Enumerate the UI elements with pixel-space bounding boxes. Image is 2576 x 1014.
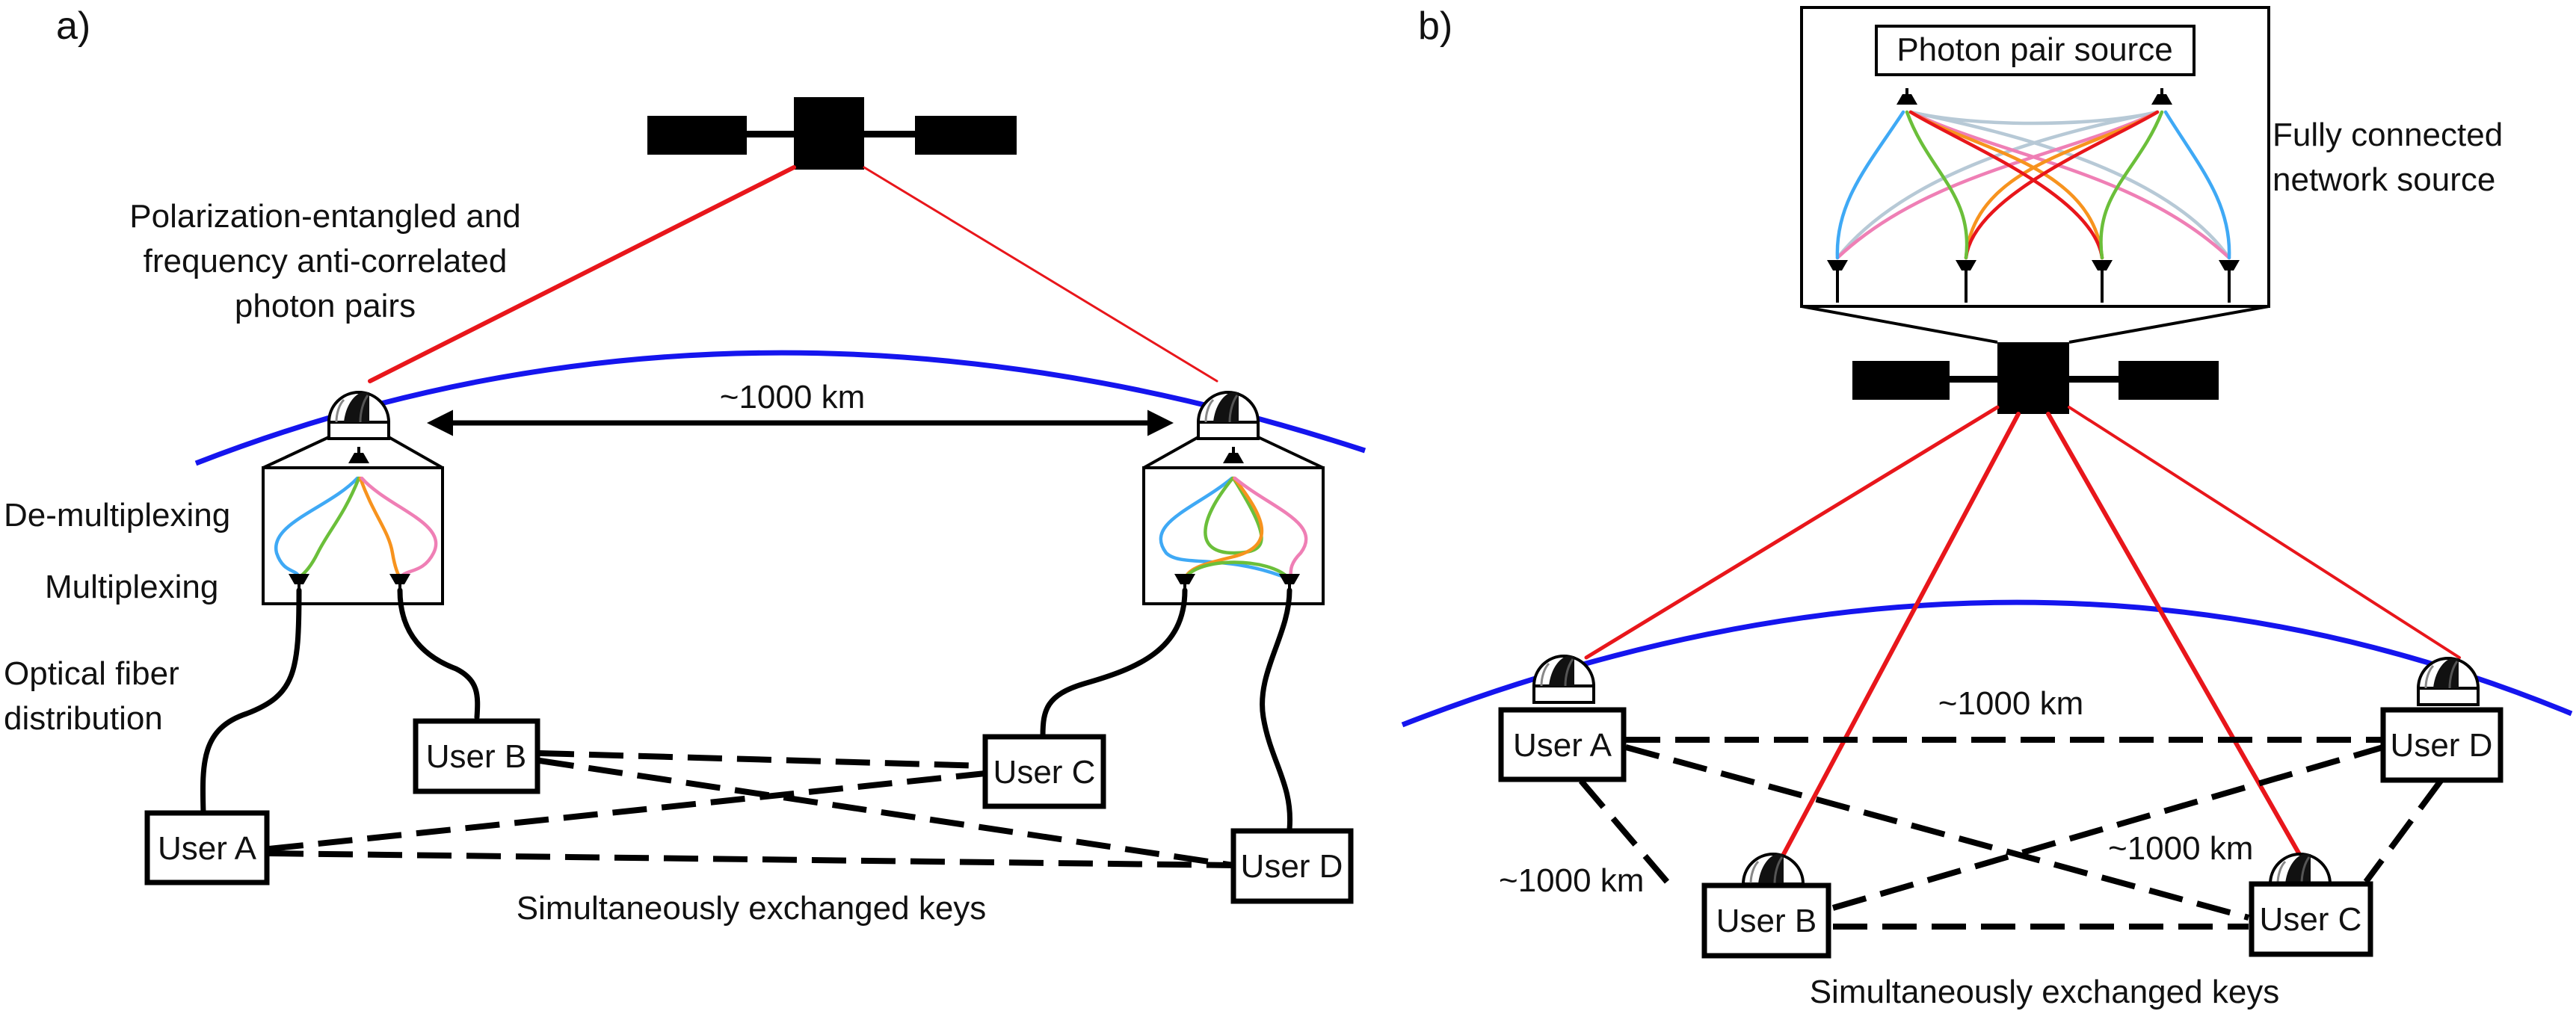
fiber-label-line1: Optical fiber: [4, 655, 179, 692]
earth-horizon-b: [1401, 599, 2573, 728]
svg-text:User A: User A: [158, 830, 257, 867]
svg-text:User B: User B: [426, 738, 526, 775]
fiber-coupler-icon: [348, 447, 369, 463]
distance-label-right-b: ~1000 km: [2108, 830, 2253, 867]
panel-b: b) Photon pair source: [1401, 4, 2573, 1010]
fiber-user-a: [200, 587, 302, 816]
svg-text:Polarization-entangled and: Polarization-entangled and: [129, 198, 521, 235]
demux-box-right: [1142, 436, 1325, 605]
user-d-box-b: User D: [2380, 707, 2503, 783]
panel-a: a) Polarization-entangled and frequency …: [4, 4, 1366, 927]
source-title: Polarization-entangled and frequency ant…: [129, 198, 521, 324]
fiber-label-line2: distribution: [4, 700, 163, 737]
telescope-icon: [1197, 391, 1260, 440]
network-source-inset: Photon pair source: [1800, 6, 2270, 308]
svg-text:User D: User D: [1241, 848, 1343, 885]
mux-label: Multiplexing: [45, 569, 218, 605]
satellite-icon: [1852, 342, 2219, 414]
svg-text:User B: User B: [1716, 903, 1817, 939]
user-a-box-b: User A: [1498, 707, 1627, 782]
photon-pair-source-label: Photon pair source: [1896, 31, 2172, 68]
svg-text:User A: User A: [1513, 727, 1612, 764]
telescope-icon: [327, 391, 390, 440]
user-a-box: User A: [144, 810, 270, 885]
distance-label-top-b: ~1000 km: [1938, 685, 2083, 722]
downlink-beam-user-b: [1781, 412, 2021, 858]
user-d-box: User D: [1230, 828, 1354, 904]
svg-text:User C: User C: [993, 754, 1096, 791]
user-b-box-b: User B: [1701, 882, 1831, 959]
demux-box-left: [262, 436, 444, 605]
caption-a: Simultaneously exchanged keys: [517, 890, 987, 927]
downlink-beam-user-d: [2068, 406, 2461, 659]
svg-text:User D: User D: [2391, 727, 2493, 764]
panel-b-tag: b): [1418, 4, 1452, 48]
fiber-coupler-icon: [1223, 447, 1244, 463]
key-links-a: [268, 750, 1234, 868]
distance-label-a: ~1000 km: [720, 379, 865, 415]
zoom-line-right: [2068, 305, 2270, 344]
svg-text:photon pairs: photon pairs: [235, 288, 416, 324]
downlink-beam-left-a: [368, 165, 796, 383]
telescope-icon: [1532, 655, 1595, 704]
svg-text:User C: User C: [2260, 901, 2362, 938]
user-c-box-b: User C: [2249, 881, 2373, 957]
fiber-user-c: [1040, 587, 1188, 739]
svg-text:frequency anti-correlated: frequency anti-correlated: [144, 243, 508, 279]
network-source-label-line1: Fully connected: [2273, 117, 2503, 153]
downlink-beam-user-a: [1584, 405, 2000, 660]
downlink-beam-user-c: [2046, 412, 2302, 858]
telescope-icon: [2417, 657, 2480, 706]
satellite-icon: [647, 97, 1017, 170]
fiber-user-b: [397, 587, 481, 720]
fiber-user-d: [1260, 587, 1293, 832]
key-links-b: [1578, 737, 2444, 930]
zoom-line-left: [1801, 305, 1998, 344]
caption-b: Simultaneously exchanged keys: [1810, 974, 2280, 1010]
panel-a-tag: a): [56, 4, 90, 48]
downlink-beam-right-a: [863, 166, 1218, 383]
user-c-box: User C: [982, 734, 1106, 809]
network-source-label-line2: network source: [2273, 161, 2495, 198]
user-b-box: User B: [413, 718, 540, 794]
distance-label-left-b: ~1000 km: [1499, 862, 1644, 899]
demux-label: De-multiplexing: [4, 497, 230, 534]
